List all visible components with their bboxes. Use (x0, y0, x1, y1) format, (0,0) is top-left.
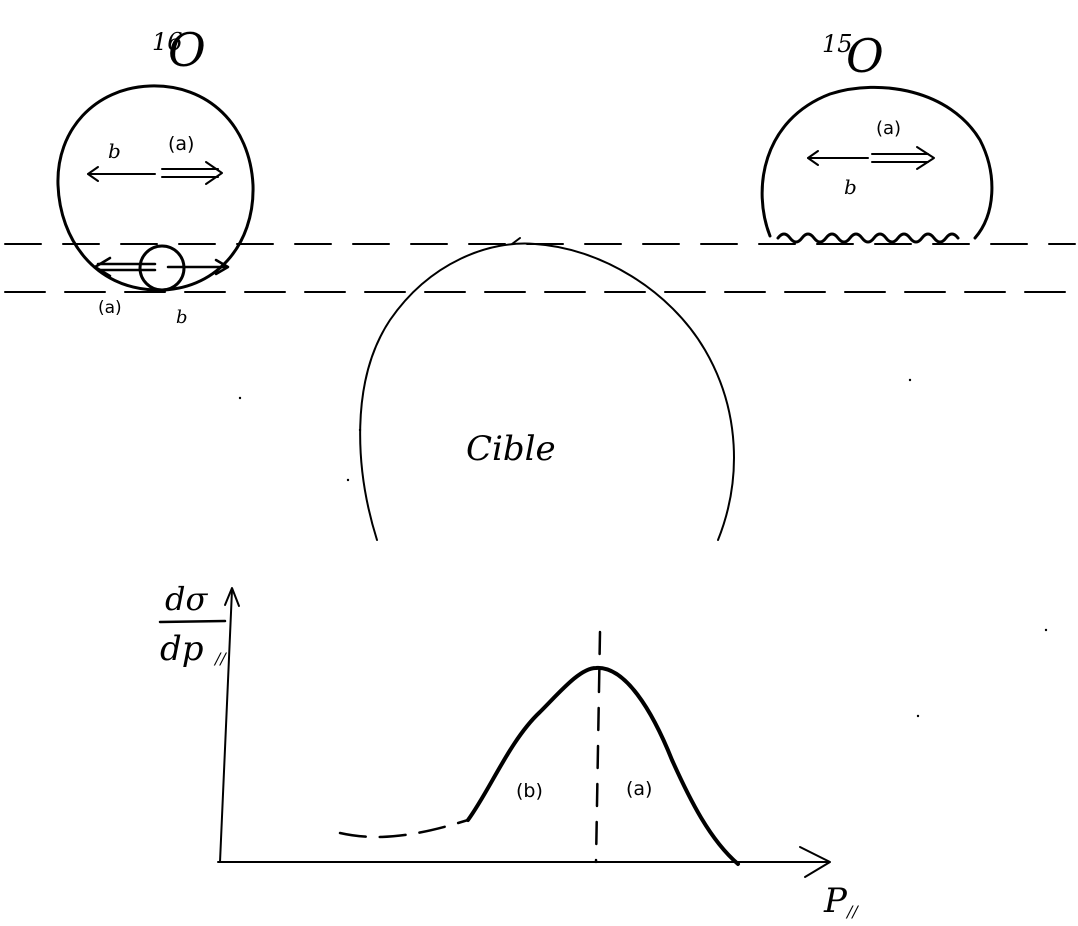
distribution-curve (466, 665, 740, 866)
region-b-label: (b) (516, 780, 543, 802)
mass-number-15: 15 (822, 30, 853, 58)
label-b-top: b (108, 139, 121, 163)
label-b-bottom: b (176, 307, 188, 328)
nucleus-16O-circle (56, 84, 255, 292)
y-label-fraction-bar (158, 619, 227, 624)
region-a-label: (a) (626, 778, 652, 800)
peak-centre-line (594, 630, 602, 864)
y-axis (219, 587, 240, 863)
symbol-O-right: O (846, 29, 884, 83)
x-label: P (823, 881, 848, 921)
label-a-right: (a) (876, 118, 901, 139)
arrow-b-right-nucleus (807, 150, 869, 166)
nucleus-15O-arc (760, 85, 994, 240)
wavy-cut-line (776, 232, 960, 244)
double-arrow-a-right (161, 161, 223, 185)
target-arc (359, 242, 735, 541)
symbol-O-left: O (168, 23, 206, 77)
double-arrow-a-right-nucleus (871, 146, 935, 170)
label-a-top: (a) (168, 133, 194, 155)
nucleus-16O: 16 O b (a) (a) b (56, 23, 255, 328)
bottom-arrow-b (166, 258, 230, 276)
label-b-right: b (844, 175, 857, 199)
mass-number-16: 16 (152, 28, 183, 56)
target-arc-mark (511, 237, 521, 245)
y-label-subscript: // (213, 649, 227, 668)
momentum-plot: dσ dp // P // (b) (a) (158, 580, 859, 921)
bottom-double-arrow-a (93, 256, 157, 278)
stray-dots (238, 378, 1048, 718)
target-nucleus: Cible (359, 237, 735, 541)
y-label-top: dσ (165, 580, 208, 618)
y-label-bottom: dp (160, 629, 204, 669)
distribution-tail-dashed (338, 818, 470, 839)
label-a-bottom: (a) (98, 298, 122, 318)
nucleus-15O: 15 O (a) b (760, 29, 994, 244)
target-label: Cible (466, 429, 556, 469)
x-axis (217, 846, 831, 878)
x-label-subscript: // (845, 902, 859, 921)
dashed-reference-lines (4, 243, 1076, 293)
arrow-b-left (87, 166, 156, 182)
